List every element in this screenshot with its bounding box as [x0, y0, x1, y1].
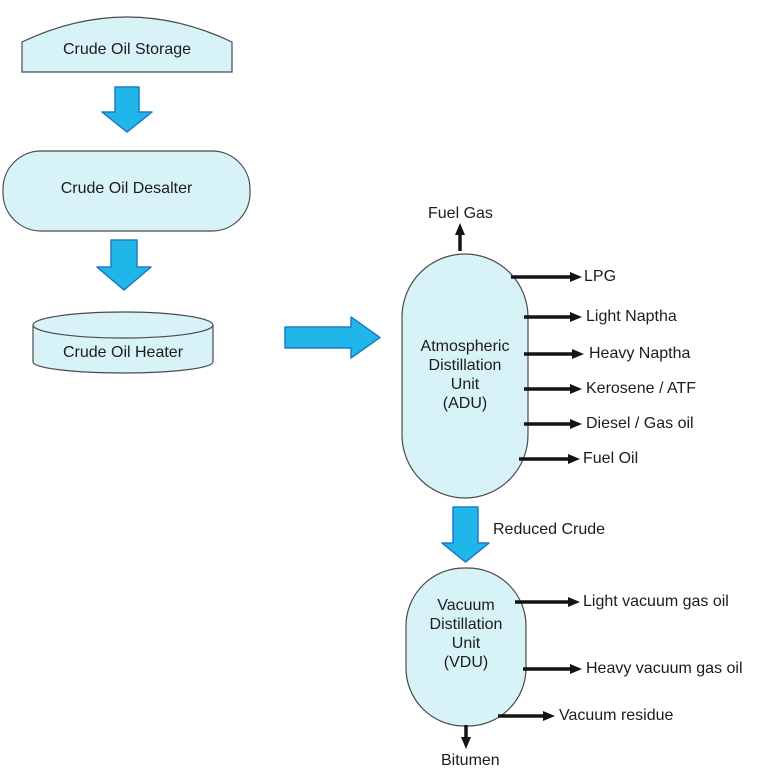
- output-label-lpg: LPG: [584, 268, 617, 285]
- output-label-heavy-naptha: Heavy Naptha: [589, 345, 691, 362]
- output-label-fuel-oil: Fuel Oil: [583, 450, 639, 467]
- adu-label-line: Unit: [450, 376, 480, 393]
- output-label-kerosene-atf: Kerosene / ATF: [586, 380, 696, 397]
- vdu-label-line: Distillation: [429, 616, 503, 633]
- output-label-light-vacuum-gas-oil: Light vacuum gas oil: [583, 593, 729, 610]
- output-label-diesel-gas-oil: Diesel / Gas oil: [586, 415, 694, 432]
- adu-label: Atmospheric Distillation Unit (ADU): [402, 337, 528, 413]
- bitumen-label: Bitumen: [441, 752, 500, 769]
- storage-node-shape: [21, 16, 233, 73]
- desalter-label: Crude Oil Desalter: [60, 180, 193, 197]
- vdu-label-line: Vacuum: [437, 597, 495, 614]
- flow-arrow-adu-to-vdu: [441, 506, 490, 563]
- vdu-label-line: (VDU): [443, 654, 489, 671]
- output-label-vacuum-residue: Vacuum residue: [559, 707, 674, 724]
- flow-arrow-heater-to-adu: [284, 316, 381, 359]
- flow-arrow-storage-to-desalter: [101, 86, 153, 133]
- storage-label: Crude Oil Storage: [62, 41, 192, 58]
- adu-node-shape: [401, 253, 529, 499]
- adu-label-line: (ADU): [442, 395, 488, 412]
- vdu-label-line: Unit: [451, 635, 481, 652]
- reduced-crude-label: Reduced Crude: [493, 521, 606, 538]
- fuel-gas-label: Fuel Gas: [428, 205, 493, 222]
- adu-label-line: Distillation: [428, 357, 502, 374]
- heater-node-shape: [32, 311, 214, 374]
- output-label-heavy-vacuum-gas-oil: Heavy vacuum gas oil: [586, 660, 743, 677]
- heater-label: Crude Oil Heater: [62, 344, 184, 361]
- vdu-label: Vacuum Distillation Unit (VDU): [406, 596, 526, 672]
- output-label-light-naptha: Light Naptha: [586, 308, 677, 325]
- flow-arrow-desalter-to-heater: [96, 239, 152, 291]
- desalter-node-shape: [2, 150, 251, 232]
- heater-cylinder-rim: [32, 324, 214, 339]
- adu-label-line: Atmospheric: [420, 338, 510, 355]
